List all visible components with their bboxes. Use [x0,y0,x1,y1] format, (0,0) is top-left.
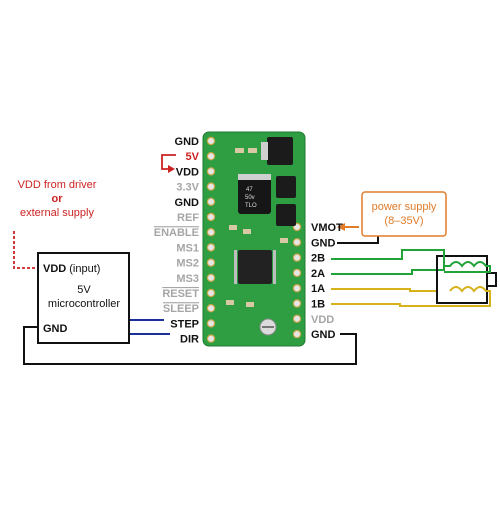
electrolytic-capacitor [238,174,271,214]
left-pin-label: ENABLE [154,227,199,239]
microcontroller-gnd-label: GND [43,323,68,335]
top-connector-contact [261,142,268,160]
coil-2 [444,261,491,273]
smd-part [246,302,254,307]
capacitor-text-2: 50v [245,195,255,201]
left-pin-hole [206,212,216,222]
left-pin-hole [206,319,216,328]
smd-part [243,229,251,234]
left-pin-hole [206,334,216,343]
left-pin-hole [206,167,216,176]
right-pin-label: 2A [311,268,325,280]
left-pin-hole [206,304,216,313]
right-pin-label: GND [311,237,336,249]
capacitor-text-1: 47 [246,187,253,193]
power-supply-line1: power supply [372,201,437,213]
psu-gnd-wire [337,236,379,244]
driver-ic [238,250,272,284]
left-pin-label: STEP [170,318,199,330]
right-pin-label: 1A [311,283,325,295]
right-pin-label: 1B [311,299,325,311]
smd-resistor [248,148,257,153]
wire-1a [331,288,450,292]
left-pin-label: RESET [162,288,199,300]
left-pin-holes [206,136,216,343]
left-pin-label: GND [175,136,200,148]
left-pin-hole [206,227,216,237]
left-pin-label: VDD [176,166,199,178]
right-pin-labels: VMOT GND 2B 2A 1A 1B VDD GND [311,222,343,341]
vdd-source-wire [13,231,38,269]
left-pin-label: SLEEP [163,303,199,315]
right-pin-hole [292,299,302,308]
left-pin-label: 3.3V [176,182,199,194]
vmot-arrow-head [337,223,345,231]
right-pin-label: GND [311,329,336,341]
wire-2a [331,269,438,275]
left-pin-hole [206,243,216,252]
left-pin-label: REF [177,212,199,224]
5v-vdd-arrow-head [168,165,175,173]
right-pin-hole [292,238,302,247]
microcontroller-box [37,252,130,344]
left-pin-hole [206,258,216,267]
coil-1 [449,286,491,307]
left-pin-hole [206,182,216,191]
left-pin-label: MS1 [176,242,199,254]
left-pin-label: GND [175,197,200,209]
right-pin-hole [292,268,302,278]
left-pin-label: MS3 [176,273,199,285]
microcontroller-vdd-label: VDD(input) [43,263,100,275]
left-pin-label: MS2 [176,258,199,270]
right-pin-hole [292,329,302,339]
smd-part [226,300,234,305]
left-pin-label: DIR [180,334,199,346]
coil-2-lead [438,249,445,271]
right-pin-label: 2B [311,253,325,265]
vdd-source-line1: VDD from driver [18,179,97,191]
right-pin-holes [292,222,302,339]
right-pin-hole [292,314,302,323]
left-pin-hole [206,288,216,298]
ground-loop-wire [23,326,357,365]
stepper-motor [436,249,497,307]
wire-2b [331,249,438,260]
vdd-source-line3: external supply [20,207,94,219]
capacitor-band [238,174,271,180]
left-pin-label: 5V [186,151,200,163]
power-supply-box [361,191,447,237]
left-pin-hole [206,197,216,206]
5v-vdd-jumper-wire [161,154,176,170]
top-connector [267,137,293,165]
motor-shaft [486,272,497,287]
capacitor-text-3: TLO [245,203,257,209]
mosfet-2 [276,204,296,226]
smd-part [229,225,237,230]
mosfet-1 [276,176,296,198]
power-supply-line2: (8–35V) [384,215,423,227]
smd-resistor [235,148,244,153]
driver-board: 47 50v TLO [202,131,306,347]
wire-1b [331,303,450,307]
left-pin-hole [206,273,216,282]
right-pin-hole [292,253,302,262]
left-pin-hole [206,136,216,146]
right-pin-hole [292,284,302,293]
smd-part [280,238,288,243]
vdd-source-line2: or [52,193,64,205]
left-pin-hole [206,151,216,161]
ic-pins-right [273,250,276,284]
ic-pins-left [234,250,237,284]
microcontroller-line2: microcontroller [48,298,120,310]
right-pin-label: VMOT [311,222,343,234]
microcontroller-line1: 5V [77,284,91,296]
right-pin-label: VDD [311,314,334,326]
